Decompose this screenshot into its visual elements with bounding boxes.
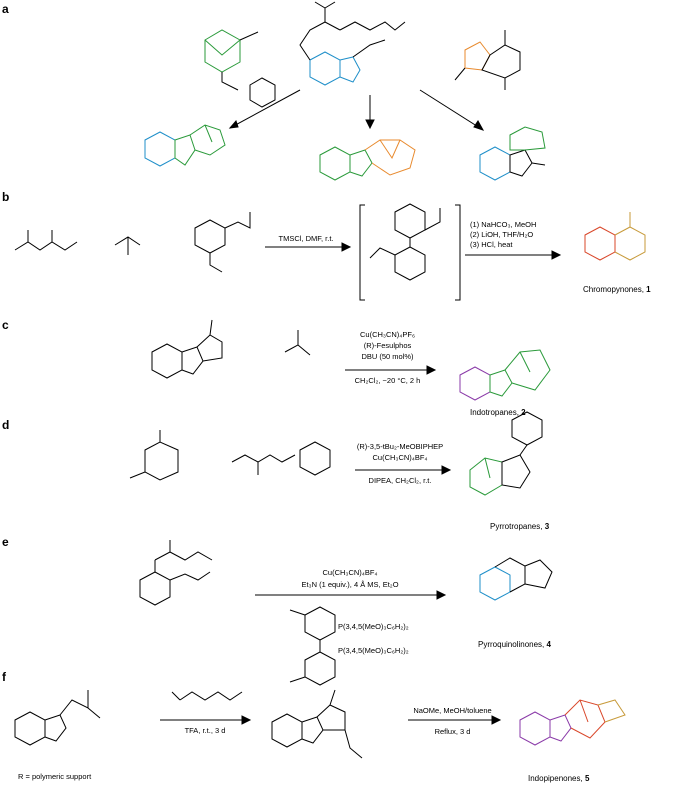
a-prod-right-spiro xyxy=(509,149,546,177)
panel-label-a: a xyxy=(2,2,9,16)
b-arrow-1 xyxy=(265,242,352,252)
panel-label-d: d xyxy=(2,418,10,432)
b-step-2: (2) LiOH, THF/H₂O xyxy=(470,230,534,239)
b-product-ring xyxy=(614,212,646,261)
c-conditions: CH₂Cl₂, −20 °C, 2 h xyxy=(354,376,421,385)
c-product-name: Indotropanes, 2 xyxy=(470,408,526,417)
d-reagent-1: (R)-3,5-tBu₂-MeOBIPHEP xyxy=(356,442,444,451)
f-trp-indole xyxy=(14,690,101,746)
e-ligand-biaryl xyxy=(289,606,336,686)
a-prod-left-ring xyxy=(174,124,226,166)
c-reagent-2: (R)-Fesulphos xyxy=(363,341,412,350)
a-iridoid-pyran xyxy=(454,30,521,90)
a-prod-mid-benzene xyxy=(319,146,373,181)
e-reagent-1: Cu(CH₃CN)₄BF₄ xyxy=(322,568,378,577)
f-aldehyde xyxy=(171,691,243,701)
f-reagents-2b: Reflux, 3 d xyxy=(434,727,471,736)
e-product-rings xyxy=(494,557,553,593)
b-reagents: TMSCl, DMF, r.t. xyxy=(278,234,334,243)
a-prod-right-pyran xyxy=(509,126,546,151)
f-arrow-1 xyxy=(160,715,252,725)
f-product-bicycle xyxy=(564,699,606,739)
panel-label-f: f xyxy=(2,670,6,684)
d-conditions: DIPEA, CH₂Cl₂, r.t. xyxy=(368,476,432,485)
f-reagents-1: TFA, r.t., 3 d xyxy=(184,726,226,735)
f-reagents-2a: NaOMe, MeOH/toluene xyxy=(413,706,492,715)
a-prod-mid-ring xyxy=(364,139,416,176)
b-urea xyxy=(114,236,141,255)
f-product-cyclopentanone xyxy=(597,699,626,723)
d-arrow xyxy=(355,465,452,475)
b-aldehyde-aryl xyxy=(194,212,251,273)
c-reagent-3: DBU (50 mol%) xyxy=(361,352,414,361)
d-product-name: Pyrrotropanes, 3 xyxy=(490,522,550,531)
e-reactant-aryl xyxy=(139,540,213,606)
e-reagent-2: Et₃N (1 equiv.), 4 Å MS, Et₂O xyxy=(301,580,399,589)
panel-label-b: b xyxy=(2,190,10,204)
a-arrow-mid xyxy=(365,95,375,130)
a-iridoid-orange xyxy=(464,41,491,71)
a-tropane-substituents xyxy=(221,31,276,108)
c-product-benzene xyxy=(459,366,491,401)
c-arrow xyxy=(345,365,437,375)
d-product-tropane xyxy=(469,457,503,496)
b-intermediate xyxy=(369,203,441,281)
b-product-aryl xyxy=(584,226,616,261)
f-product-indole xyxy=(519,711,572,746)
c-product-pyrrole xyxy=(489,349,551,397)
b-product-name: Chromopynones, 1 xyxy=(583,285,651,294)
a-prod-right-benzene xyxy=(479,146,511,181)
f-footnote: R = polymeric support xyxy=(18,772,92,781)
d-reagent-2: Cu(CH₃CN)₄BF₄ xyxy=(372,453,428,462)
f-intermediate xyxy=(271,689,363,759)
b-step-3: (3) HCl, heat xyxy=(470,240,513,249)
a-central-chain xyxy=(299,1,406,61)
a-arrow-left xyxy=(228,89,301,129)
d-iminoester xyxy=(231,441,331,476)
b-bracket xyxy=(359,204,461,301)
e-arrow xyxy=(255,590,447,600)
c-reactant-indole xyxy=(151,319,223,379)
panel-label-e: e xyxy=(2,535,9,549)
a-prod-left-benzene xyxy=(144,131,176,167)
e-ligand-p-2: P(3,4,5(MeO)₃C₆H₂)₂ xyxy=(338,646,409,655)
f-product-name: Indopipenones, 5 xyxy=(528,774,590,783)
d-product-pyrrolidine xyxy=(501,411,543,489)
e-product-name: Pyrroquinolinones, 4 xyxy=(478,640,551,649)
b-ketoester xyxy=(14,230,78,251)
e-ligand-p-1: P(3,4,5(MeO)₃C₆H₂)₂ xyxy=(338,622,409,631)
panel-label-c: c xyxy=(2,318,9,332)
f-arrow-2 xyxy=(408,715,502,725)
d-tropenone xyxy=(129,430,179,481)
b-step-1: (1) NaHCO₃, MeOH xyxy=(470,220,537,229)
a-central-indole xyxy=(309,51,361,86)
c-reagent-1: Cu(CH₃CN)₄PF₆ xyxy=(360,330,415,339)
a-tropane-green xyxy=(204,29,241,73)
e-product-benzene xyxy=(479,566,511,601)
b-arrow-2 xyxy=(465,250,562,260)
c-nitroalkene xyxy=(284,330,311,356)
a-arrow-right xyxy=(419,89,485,131)
